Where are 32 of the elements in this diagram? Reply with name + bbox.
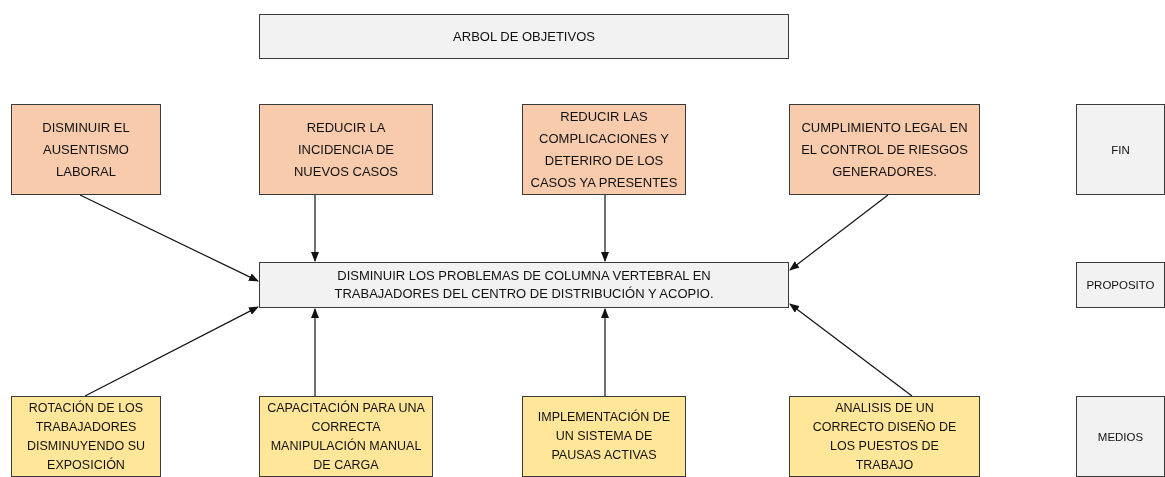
level-box xyxy=(1076,104,1165,195)
means-box xyxy=(522,396,686,477)
box-text: ARBOL DE OBJETIVOS xyxy=(453,27,595,46)
box-text: DISMINUIR LOS PROBLEMAS DE COLUMNA VERTEBRAL EN TRABAJADORES DEL CENTRO DE DISTRIBUCIÓN Y ACOPIO. xyxy=(333,267,715,303)
arrow xyxy=(601,308,609,397)
box-text: PROPOSITO xyxy=(1086,278,1155,293)
box-text: IMPLEMENTACIÓN DE UN SISTEMA DE PAUSAS ACTIVAS xyxy=(536,408,672,464)
title-box xyxy=(259,14,789,59)
arrow xyxy=(311,308,319,397)
means-box xyxy=(789,396,980,477)
objective-box xyxy=(259,104,433,195)
box-text: CUMPLIMIENTO LEGAL EN EL CONTROL DE RIESGOS GENERADORES. xyxy=(800,118,969,181)
purpose-box xyxy=(259,262,789,308)
box-text: REDUCIR LAS COMPLICACIONES Y DETERIRO DE LOS CASOS YA PRESENTES xyxy=(529,107,679,192)
box-text: REDUCIR LA INCIDENCIA DE NUEVOS CASOS xyxy=(293,118,399,181)
objective-box xyxy=(789,104,980,195)
means-box xyxy=(11,396,161,477)
arrow xyxy=(79,194,259,282)
box-text: MEDIOS xyxy=(1097,429,1144,445)
box-text: DISMINUIR EL AUSENTISMO LABORAL xyxy=(41,118,131,181)
arrow xyxy=(789,303,913,397)
level-box xyxy=(1076,262,1165,308)
arrow xyxy=(84,306,259,397)
box-text: ROTACIÓN DE LOS TRABAJADORES DISMINUYENDO SU EXPOSICIÓN xyxy=(25,399,147,474)
arrow xyxy=(601,194,609,262)
arrow xyxy=(789,194,889,271)
arrow xyxy=(311,194,319,262)
objective-box xyxy=(11,104,161,195)
box-text: FIN xyxy=(1111,142,1130,158)
box-text: ANALISIS DE UN CORRECTO DISEÑO DE LOS PUESTOS DE TRABAJO xyxy=(811,399,958,474)
box-text: CAPACITACIÓN PARA UNA CORRECTA MANIPULACIÓN MANUAL DE CARGA xyxy=(266,399,426,474)
level-box xyxy=(1076,396,1165,477)
